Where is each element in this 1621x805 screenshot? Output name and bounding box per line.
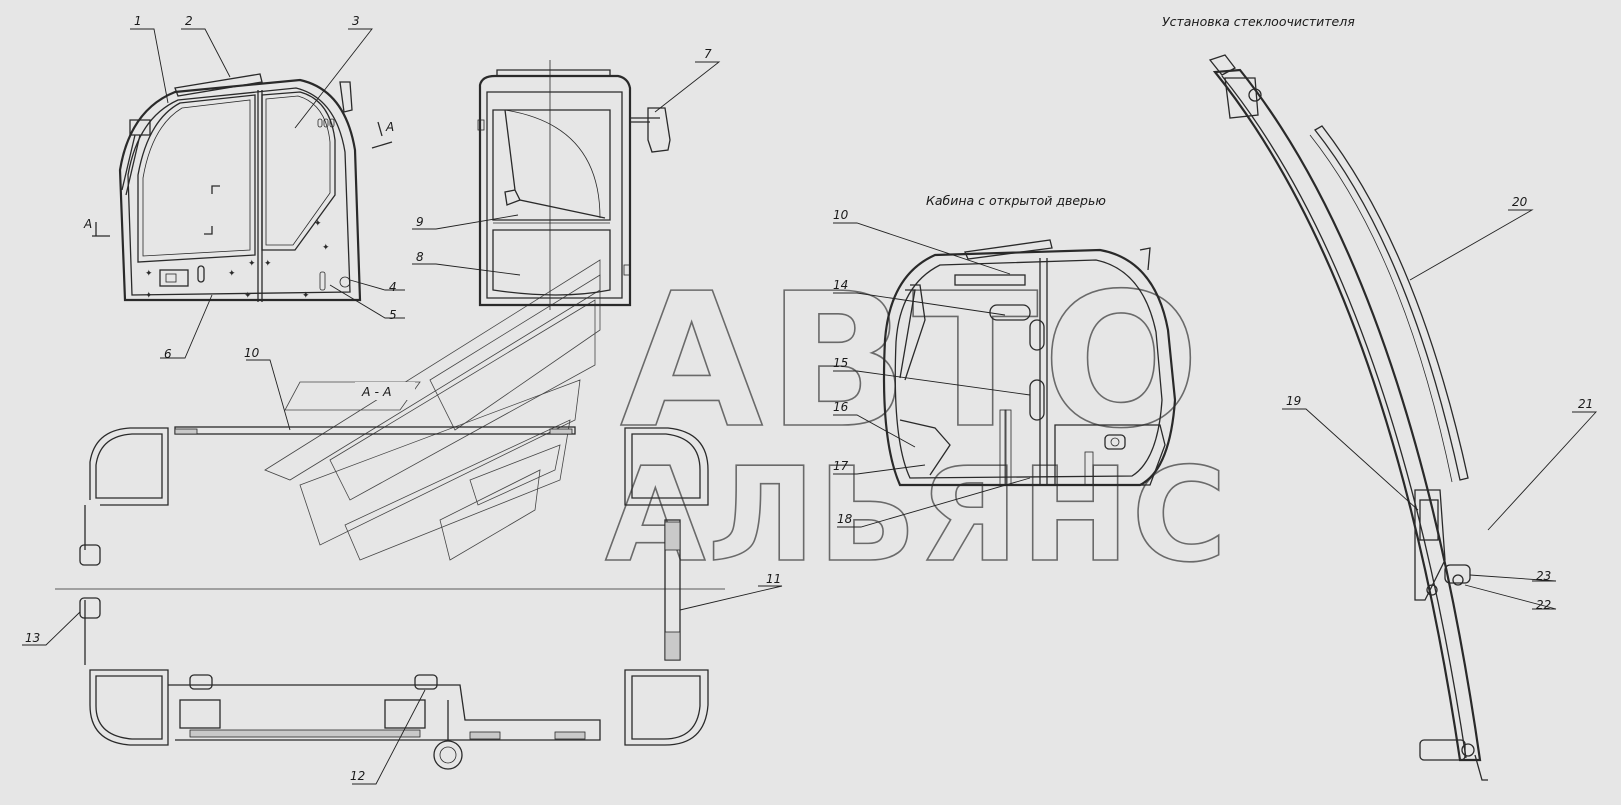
svg-text:✦: ✦ (302, 291, 310, 301)
callout-20: 20 (1512, 195, 1528, 209)
callout-8: 8 (416, 250, 424, 264)
wiper-installation-view (1208, 54, 1488, 781)
callout-17: 17 (833, 459, 849, 473)
cab-side-view: ✦ ✦ ✦ ✦ ✦ ✦ ✦ ✦ ✦ А А (83, 73, 394, 302)
cab-front-view (477, 60, 671, 310)
section-label-bg (355, 382, 415, 400)
svg-text:✦: ✦ (244, 291, 252, 301)
callout-19: 19 (1286, 394, 1301, 408)
callout-3: 3 (352, 14, 360, 28)
callout-numbers: 1 2 3 4 5 6 7 8 9 10 11 12 13 10 14 15 1… (25, 14, 1593, 783)
callout-5: 5 (389, 308, 397, 322)
svg-text:✦: ✦ (248, 259, 256, 269)
callout-6: 6 (164, 347, 172, 361)
watermark-line1: АВТО (620, 253, 1204, 469)
svg-text:✦: ✦ (264, 259, 272, 269)
callout-23: 23 (1536, 569, 1551, 583)
watermark-line2: АЛЬЯНС (605, 439, 1229, 591)
callout-7: 7 (704, 47, 712, 61)
caption-section-a-a: А - А (361, 384, 392, 399)
svg-text:✦: ✦ (145, 269, 153, 279)
svg-text:✦: ✦ (314, 219, 322, 229)
callout-12: 12 (350, 769, 365, 783)
callout-leaders (22, 28, 1598, 785)
section-a-a (55, 426, 725, 770)
callout-18: 18 (837, 512, 853, 526)
callout-2: 2 (185, 14, 193, 28)
callout-15: 15 (833, 356, 848, 370)
svg-text:✦: ✦ (145, 291, 153, 301)
callout-22: 22 (1536, 598, 1551, 612)
callout-10-section: 10 (244, 346, 260, 360)
callout-16: 16 (833, 400, 849, 414)
callout-11: 11 (766, 572, 781, 586)
view-marker-a-side: А (83, 217, 92, 231)
callout-1: 1 (134, 14, 142, 28)
callout-9: 9 (416, 215, 424, 229)
callout-14: 14 (833, 278, 848, 292)
caption-cab-open-door: Кабина с открытой дверью (926, 193, 1106, 208)
callout-21: 21 (1578, 397, 1593, 411)
caption-wiper-installation: Установка стеклоочистителя (1162, 14, 1355, 29)
view-marker-a-top: А (385, 120, 394, 134)
svg-text:✦: ✦ (228, 269, 236, 279)
svg-text:✦: ✦ (322, 243, 330, 253)
callout-4: 4 (389, 280, 397, 294)
watermark-logo: АВТО АЛЬЯНС (264, 252, 1229, 592)
callout-10-open-door: 10 (833, 208, 849, 222)
callout-13: 13 (25, 631, 40, 645)
cab-open-door-view (882, 239, 1177, 487)
